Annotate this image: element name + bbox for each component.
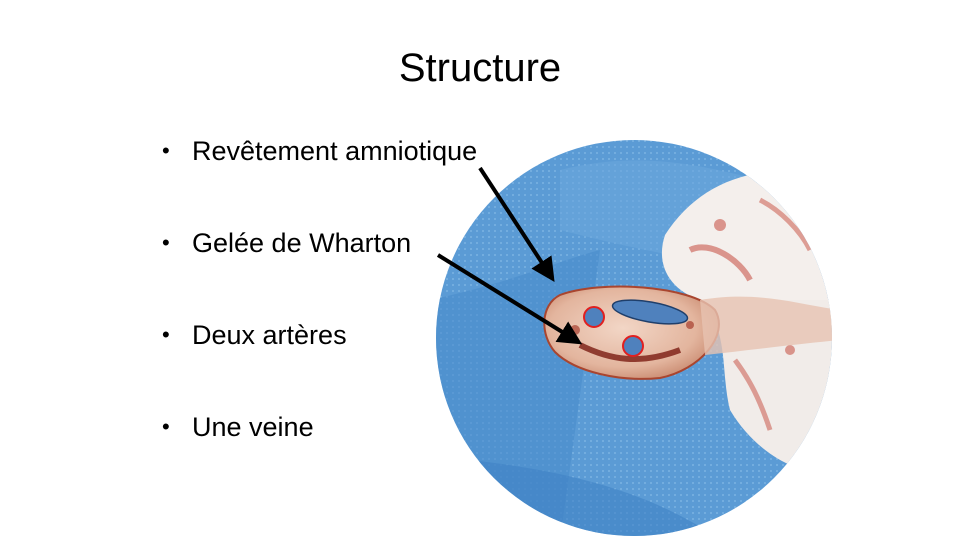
bullet-icon: • xyxy=(162,138,170,163)
bullet-amniotic-lining: • Revêtement amniotique xyxy=(162,126,477,218)
slide-title: Structure xyxy=(398,46,562,90)
bullet-icon: • xyxy=(162,230,170,255)
arrow-wharton xyxy=(436,253,583,345)
artery-marker-1 xyxy=(583,306,605,328)
bullet-icon: • xyxy=(162,322,170,347)
bullet-two-arteries: • Deux artères xyxy=(162,310,477,402)
bullet-label: Deux artères xyxy=(192,320,347,350)
bullet-list: • Revêtement amniotique • Gelée de Whart… xyxy=(162,126,477,494)
bullet-one-vein: • Une veine xyxy=(162,402,477,494)
artery-marker-2 xyxy=(622,335,644,357)
bullet-wharton-jelly: • Gelée de Wharton xyxy=(162,218,477,310)
bullet-label: Revêtement amniotique xyxy=(192,136,478,166)
arrow-amniotic xyxy=(478,166,555,283)
vein-marker xyxy=(611,299,689,325)
bullet-label: Gelée de Wharton xyxy=(192,228,412,258)
bullet-label: Une veine xyxy=(192,412,314,442)
bullet-icon: • xyxy=(162,414,170,439)
